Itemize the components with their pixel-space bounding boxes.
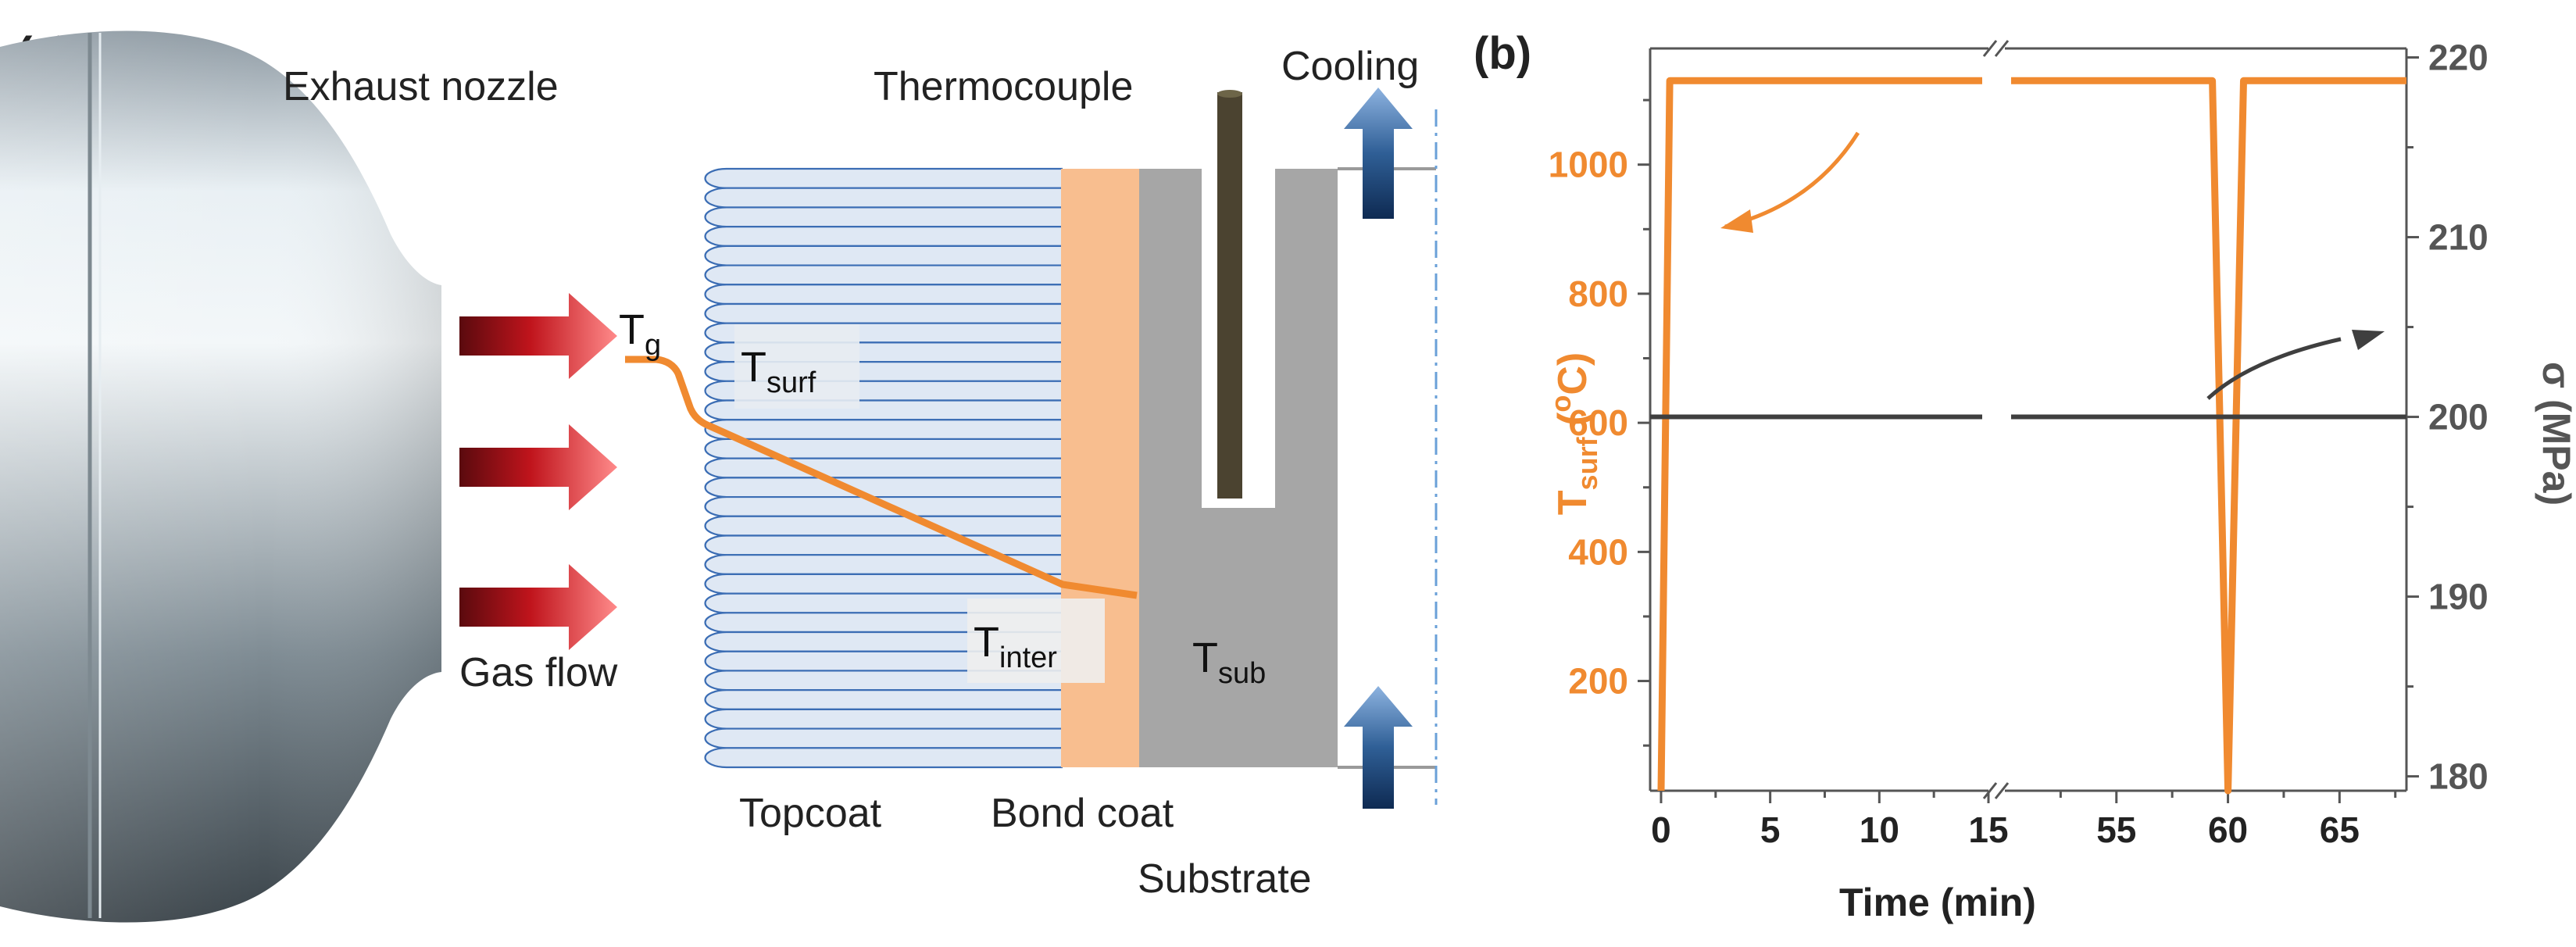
axis-break-mark <box>1982 40 1998 57</box>
topcoat-lamella <box>704 708 1063 730</box>
cooling-label: Cooling <box>1281 44 1419 89</box>
topcoat-layer <box>704 167 1063 769</box>
topcoat-lamella <box>704 187 1063 209</box>
topcoat-lamella <box>704 264 1063 286</box>
series-line-left <box>1657 77 1982 792</box>
panel-b: (b) 0 5 10 15 55 60 65 200 400 600 800 1000 180 190 20… <box>1474 28 2576 924</box>
y-right-tick-label: 180 <box>2428 756 2488 797</box>
x-tick-label: 0 <box>1651 809 1671 850</box>
y-right-tick-label: 190 <box>2428 577 2488 617</box>
y-left-tick-label: 1000 <box>1549 145 1628 185</box>
topcoat-lamella <box>704 206 1063 228</box>
temperature-profile-line <box>625 356 1138 599</box>
cooling-arrow-icon <box>1344 686 1413 809</box>
topcoat-lamella <box>704 438 1063 459</box>
topcoat-lamella <box>704 515 1063 537</box>
gas-arrow-icon <box>459 564 617 650</box>
y-left-tick-label: 600 <box>1568 402 1628 443</box>
thermocouple-rod <box>1217 92 1242 499</box>
topcoat-lamella <box>704 534 1063 556</box>
substrate-layer <box>1139 169 1338 767</box>
axis-break-mark <box>1982 782 1998 799</box>
topcoat-label: Topcoat <box>739 791 882 836</box>
thermocouple-label: Thermocouple <box>874 64 1133 109</box>
y-left-tick-label: 200 <box>1568 661 1628 702</box>
gas-flow-label: Gas flow <box>459 650 618 695</box>
arrow-head-icon <box>1720 209 1753 233</box>
gas-arrow-icon <box>459 293 617 379</box>
x-tick-label: 5 <box>1760 809 1781 850</box>
y-axis-right-label: σ (MPa) <box>2535 362 2576 506</box>
t-g-label: Tg <box>619 306 661 362</box>
y-left-tick-label: 400 <box>1568 531 1628 572</box>
topcoat-lamella <box>704 245 1063 266</box>
nozzle-label: Exhaust nozzle <box>283 64 559 109</box>
topcoat-lamella <box>704 747 1063 769</box>
topcoat-lamella <box>704 226 1063 247</box>
x-tick-label: 55 <box>2096 809 2136 850</box>
y-left-tick-label: 800 <box>1568 273 1628 314</box>
x-tick-label: 60 <box>2208 809 2248 850</box>
y-axis-left-label: Tsurf (oC) <box>1545 352 1603 515</box>
panel-b-letter: (b) <box>1474 28 1531 79</box>
annotation-arrow-left <box>1724 131 1860 229</box>
axis-break-mark <box>1994 40 2010 57</box>
y-right-tick-label: 210 <box>2428 217 2488 258</box>
t-inter-label: Tinter <box>974 619 1057 674</box>
bondcoat-label: Bond coat <box>991 791 1174 836</box>
chart: 0 5 10 15 55 60 65 200 400 600 800 1000 180 190 200 210… <box>1549 38 2488 850</box>
axis-break-mark <box>1994 782 2010 799</box>
annotation-arrow-right <box>2206 337 2342 400</box>
topcoat-lamella <box>704 477 1063 499</box>
exhaust-nozzle <box>0 30 441 923</box>
topcoat-lamella <box>704 727 1063 749</box>
y-right-tick-label: 220 <box>2428 38 2488 78</box>
arrow-head-icon <box>2352 330 2385 350</box>
x-axis-label: Time (min) <box>1839 881 2036 924</box>
topcoat-lamella <box>704 302 1063 324</box>
topcoat-lamella <box>704 689 1063 710</box>
topcoat-lamella <box>704 573 1063 595</box>
panel-a: (a) Exhaust nozzle Gas flow <box>0 28 1438 923</box>
topcoat-lamella <box>704 284 1063 306</box>
t-sub-label: Tsub <box>1192 634 1266 690</box>
topcoat-lamella <box>704 554 1063 576</box>
cooling-arrow-icon <box>1344 88 1413 219</box>
x-tick-label: 65 <box>2320 809 2360 850</box>
topcoat-lamella <box>704 167 1063 189</box>
x-tick-label: 15 <box>1968 809 2008 850</box>
topcoat-lamella <box>704 419 1063 441</box>
t-surf-label: Tsurf <box>741 344 816 399</box>
series-line-left <box>2011 77 2406 795</box>
substrate-label: Substrate <box>1138 856 1312 902</box>
gas-flow-arrows <box>459 293 617 650</box>
topcoat-lamella <box>704 457 1063 479</box>
x-tick-label: 10 <box>1860 809 1899 850</box>
gas-arrow-icon <box>459 424 617 510</box>
y-right-tick-label: 200 <box>2428 397 2488 438</box>
